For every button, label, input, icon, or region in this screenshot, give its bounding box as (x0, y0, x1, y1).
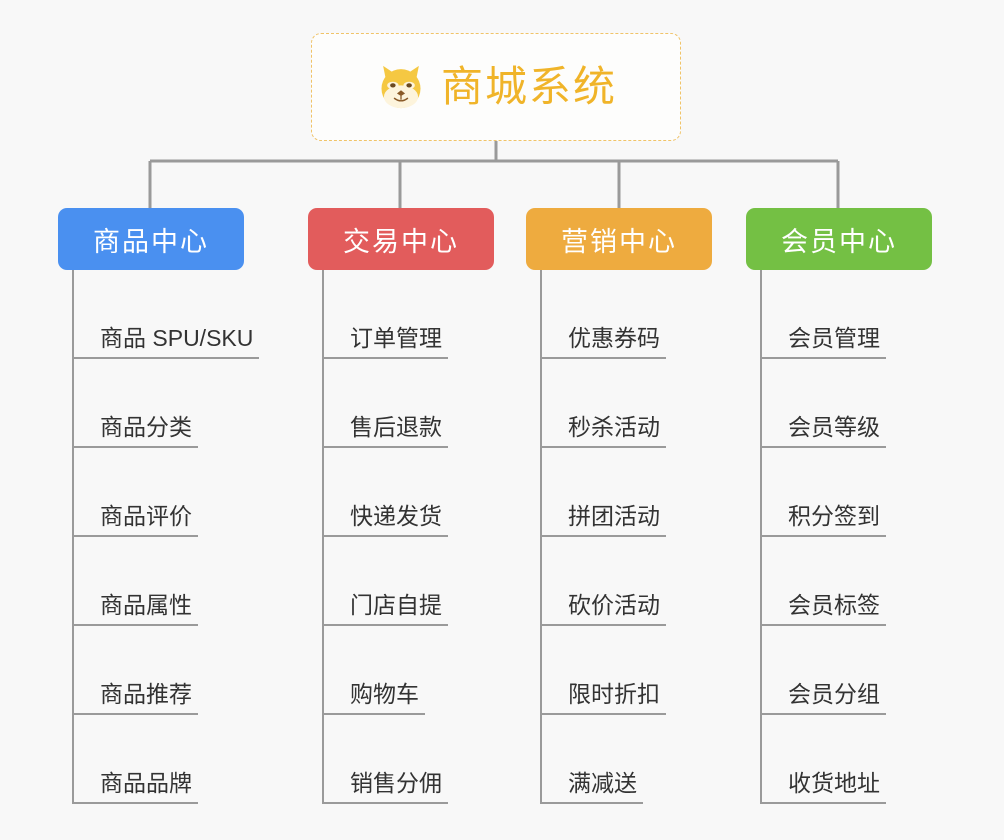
leaf-underline (72, 357, 259, 359)
list-item[interactable]: 购物车 (322, 626, 494, 715)
leaf-label: 购物车 (350, 681, 419, 707)
list-item[interactable]: 商品推荐 (72, 626, 253, 715)
list-item[interactable]: 秒杀活动 (540, 359, 712, 448)
leaf-underline (760, 446, 886, 448)
leaf-underline (72, 446, 198, 448)
leaf-label: 拼团活动 (568, 503, 660, 529)
leaf-label: 售后退款 (350, 414, 442, 440)
leaf-label: 商品分类 (100, 414, 192, 440)
list-item[interactable]: 会员等级 (760, 359, 932, 448)
leaf-label: 会员标签 (788, 592, 880, 618)
leaf-underline (72, 713, 198, 715)
branch-header-3[interactable]: 会员中心 (746, 208, 932, 270)
leaf-underline (540, 713, 666, 715)
list-item[interactable]: 会员标签 (760, 537, 932, 626)
branch-items-3: 会员管理 会员等级 积分签到 会员标签 会员分组 收货地址 (760, 270, 932, 804)
leaf-underline (540, 535, 666, 537)
shiba-dog-face-icon (381, 65, 421, 109)
leaf-underline (322, 535, 448, 537)
leaf-underline (760, 357, 886, 359)
leaf-underline (760, 713, 886, 715)
root-node[interactable]: 商城系统 (311, 33, 681, 141)
branch-items-1: 订单管理 售后退款 快递发货 门店自提 购物车 销售分佣 (322, 270, 494, 804)
leaf-label: 积分签到 (788, 503, 880, 529)
leaf-underline (540, 624, 666, 626)
list-item[interactable]: 商品分类 (72, 359, 253, 448)
leaf-label: 会员等级 (788, 414, 880, 440)
list-item[interactable]: 积分签到 (760, 448, 932, 537)
branch-营销中心: 营销中心 优惠券码 秒杀活动 拼团活动 砍价活动 限时折扣 满减送 (526, 208, 712, 804)
list-item[interactable]: 商品品牌 (72, 715, 253, 804)
leaf-underline (540, 357, 666, 359)
leaf-underline (760, 802, 886, 804)
branch-交易中心: 交易中心 订单管理 售后退款 快递发货 门店自提 购物车 销售分佣 (308, 208, 494, 804)
leaf-label: 会员管理 (788, 325, 880, 351)
list-item[interactable]: 会员分组 (760, 626, 932, 715)
leaf-label: 收货地址 (788, 770, 880, 796)
leaf-label: 销售分佣 (350, 770, 442, 796)
leaf-underline (322, 446, 448, 448)
leaf-underline (72, 802, 198, 804)
leaf-underline (540, 802, 643, 804)
list-item[interactable]: 砍价活动 (540, 537, 712, 626)
leaf-underline (540, 446, 666, 448)
leaf-underline (760, 624, 886, 626)
branch-items-0: 商品 SPU/SKU 商品分类 商品评价 商品属性 商品推荐 商品品牌 (72, 270, 259, 804)
list-item[interactable]: 商品 SPU/SKU (72, 270, 259, 359)
list-item[interactable]: 商品评价 (72, 448, 253, 537)
leaf-label: 限时折扣 (568, 681, 660, 707)
list-item[interactable]: 优惠券码 (540, 270, 712, 359)
list-item[interactable]: 订单管理 (322, 270, 494, 359)
leaf-label: 秒杀活动 (568, 414, 660, 440)
list-item[interactable]: 售后退款 (322, 359, 494, 448)
list-item[interactable]: 商品属性 (72, 537, 253, 626)
list-item[interactable]: 收货地址 (760, 715, 932, 804)
list-item[interactable]: 拼团活动 (540, 448, 712, 537)
list-item[interactable]: 限时折扣 (540, 626, 712, 715)
leaf-underline (322, 713, 425, 715)
leaf-underline (322, 624, 448, 626)
leaf-underline (72, 624, 198, 626)
leaf-label: 快递发货 (350, 503, 442, 529)
list-item[interactable]: 销售分佣 (322, 715, 494, 804)
branch-header-2[interactable]: 营销中心 (526, 208, 712, 270)
list-item[interactable]: 满减送 (540, 715, 712, 804)
leaf-label: 商品属性 (100, 592, 192, 618)
branch-header-1[interactable]: 交易中心 (308, 208, 494, 270)
leaf-underline (322, 357, 448, 359)
branch-header-0[interactable]: 商品中心 (58, 208, 244, 270)
leaf-label: 商品品牌 (100, 770, 192, 796)
leaf-underline (72, 535, 198, 537)
leaf-label: 商品 SPU/SKU (100, 325, 254, 351)
leaf-label: 商品推荐 (100, 681, 192, 707)
leaf-label: 满减送 (568, 770, 637, 796)
leaf-label: 砍价活动 (568, 592, 660, 618)
list-item[interactable]: 门店自提 (322, 537, 494, 626)
leaf-label: 优惠券码 (568, 325, 660, 351)
branch-items-2: 优惠券码 秒杀活动 拼团活动 砍价活动 限时折扣 满减送 (540, 270, 712, 804)
leaf-label: 商品评价 (100, 503, 192, 529)
leaf-label: 会员分组 (788, 681, 880, 707)
list-item[interactable]: 会员管理 (760, 270, 932, 359)
leaf-underline (760, 535, 886, 537)
leaf-underline (322, 802, 448, 804)
branch-商品中心: 商品中心 商品 SPU/SKU 商品分类 商品评价 商品属性 商品推荐 商品品牌 (58, 208, 259, 804)
list-item[interactable]: 快递发货 (322, 448, 494, 537)
root-title: 商城系统 (440, 63, 617, 110)
leaf-label: 订单管理 (350, 325, 442, 351)
branch-会员中心: 会员中心 会员管理 会员等级 积分签到 会员标签 会员分组 收货地址 (746, 208, 932, 804)
leaf-label: 门店自提 (350, 592, 442, 618)
